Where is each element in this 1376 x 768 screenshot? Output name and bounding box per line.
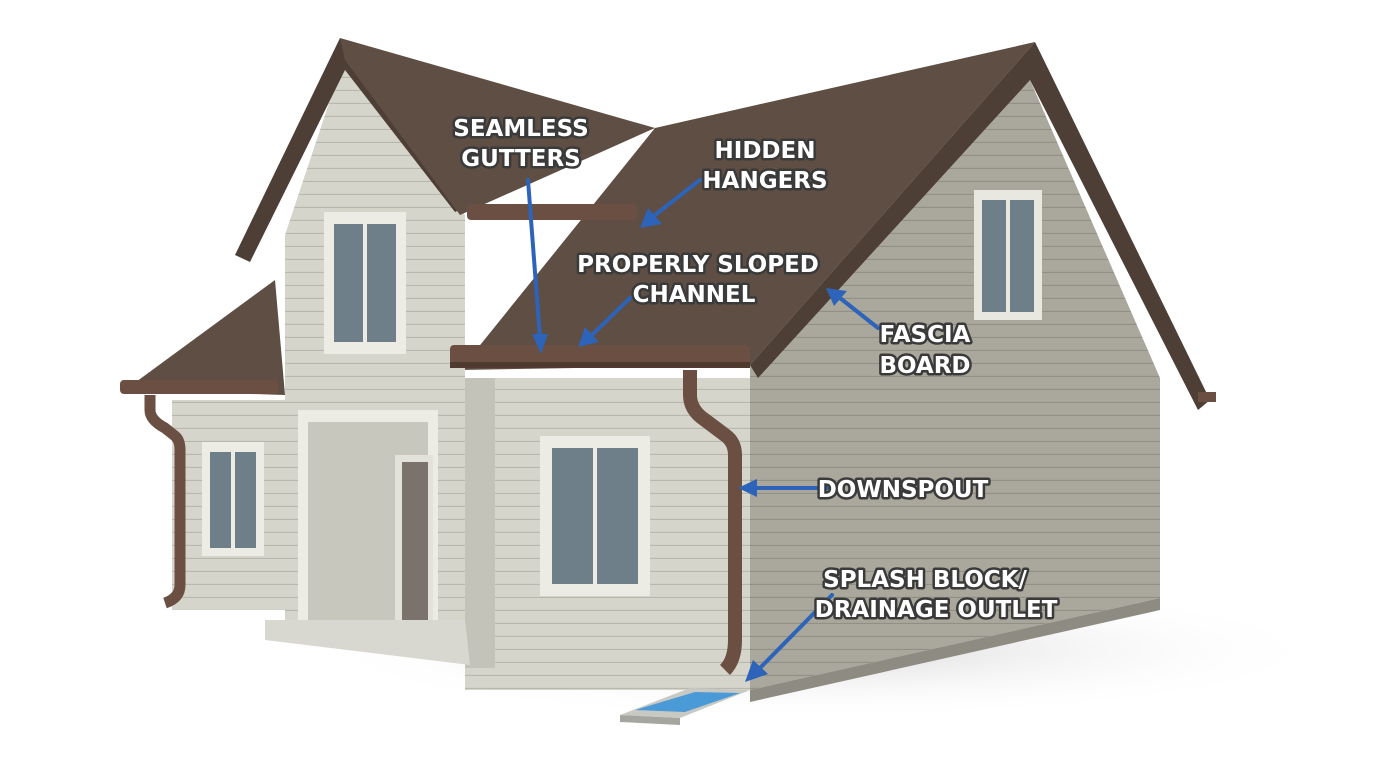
svg-text:DRAINAGE OUTLET: DRAINAGE OUTLET xyxy=(815,597,1058,623)
svg-text:HIDDEN: HIDDEN xyxy=(715,138,816,164)
svg-text:SEAMLESS: SEAMLESS xyxy=(453,116,588,142)
front-window-right xyxy=(540,436,650,596)
svg-text:DOWNSPOUT: DOWNSPOUT xyxy=(818,477,989,503)
svg-text:GUTTERS: GUTTERS xyxy=(461,146,580,172)
front-wall-right xyxy=(465,378,750,690)
label-hidden-hangers: HIDDEN HANGERS xyxy=(700,136,830,197)
downspouts xyxy=(144,370,742,675)
side-wall xyxy=(750,80,1160,702)
tower-roof xyxy=(235,38,655,262)
label-fascia-board: FASCIA BOARD xyxy=(877,320,973,382)
svg-text:CHANNEL: CHANNEL xyxy=(633,282,756,308)
label-seamless-gutters: SEAMLESS GUTTERS xyxy=(451,114,591,175)
upper-window xyxy=(324,212,406,354)
svg-text:FASCIA: FASCIA xyxy=(880,322,971,348)
label-downspout: DOWNSPOUT xyxy=(815,475,991,506)
porch xyxy=(265,410,470,665)
splash-block xyxy=(620,688,750,725)
label-splash-block: SPLASH BLOCK/ DRAINAGE OUTLET xyxy=(812,565,1060,626)
main-roof xyxy=(460,42,1210,410)
arrows xyxy=(526,178,880,682)
svg-text:PROPERLY SLOPED: PROPERLY SLOPED xyxy=(577,252,819,278)
gutters xyxy=(120,204,1216,402)
label-properly-sloped-channel: PROPERLY SLOPED CHANNEL xyxy=(575,250,822,311)
left-window xyxy=(202,442,264,556)
svg-text:SPLASH BLOCK/: SPLASH BLOCK/ xyxy=(823,567,1027,593)
svg-text:HANGERS: HANGERS xyxy=(702,168,827,194)
svg-text:BOARD: BOARD xyxy=(879,353,970,379)
side-window xyxy=(974,190,1042,320)
